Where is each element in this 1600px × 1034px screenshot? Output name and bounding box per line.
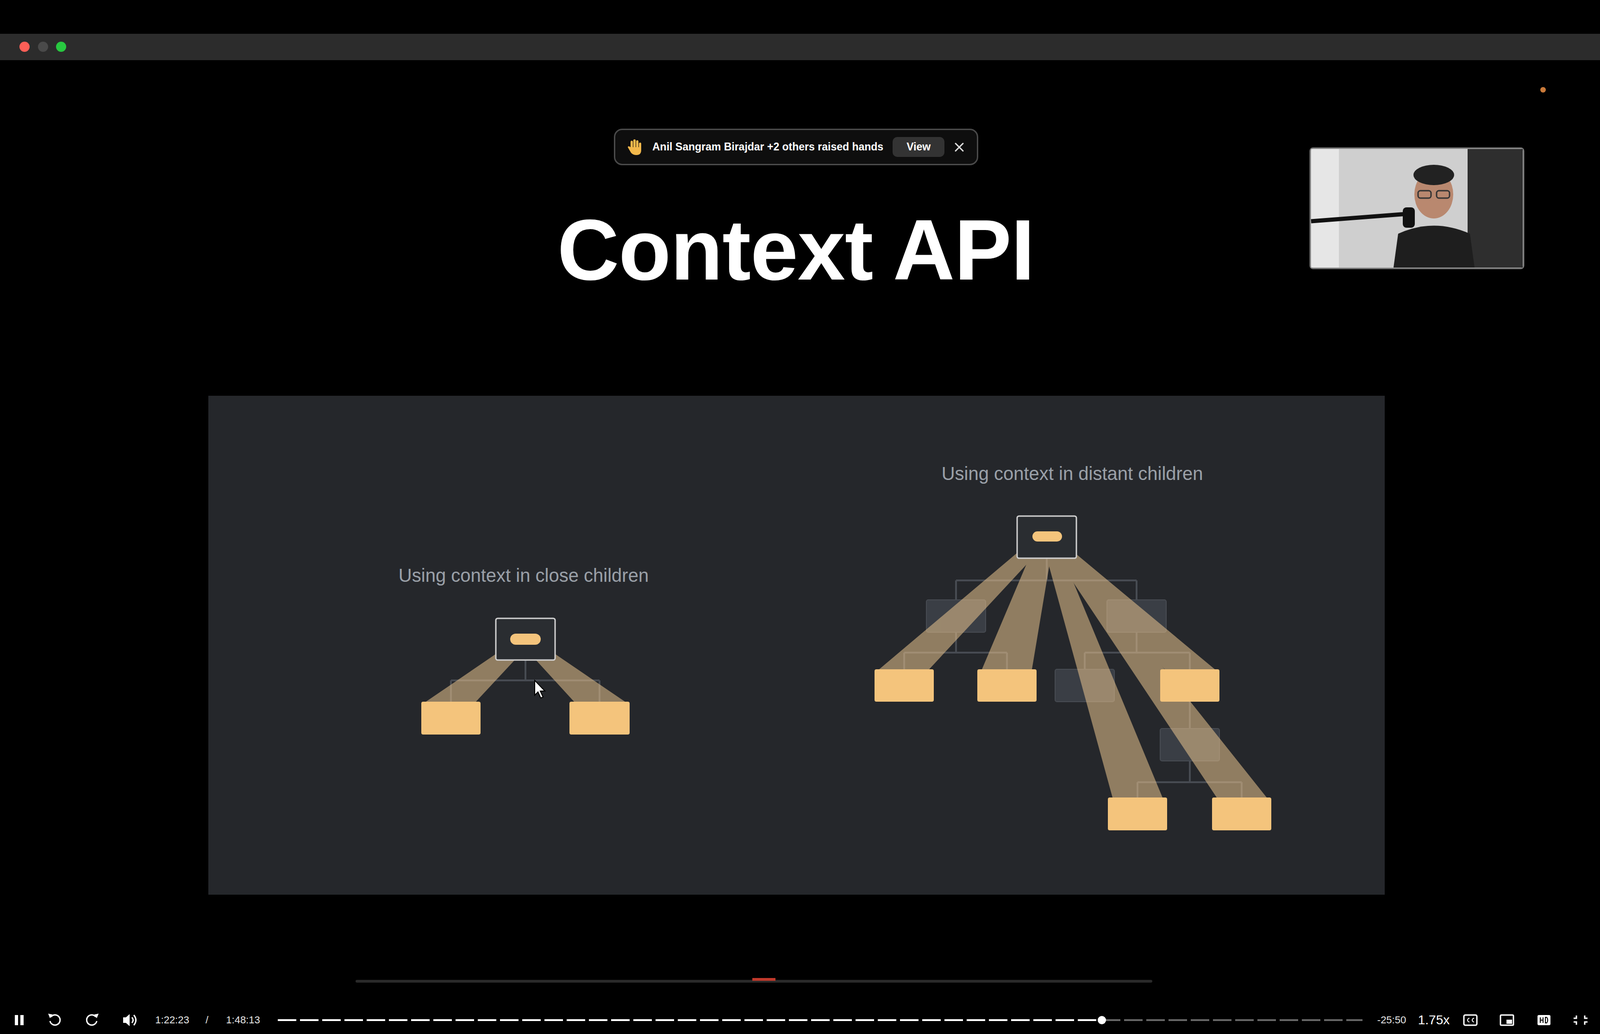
- player-controls-part: [131, 1015, 137, 1026]
- distant-children-tree-part-part: [1044, 539, 1267, 798]
- node-text: Anil Sangram Birajdar +2 others raised h…: [652, 140, 884, 154]
- close-children-tree-part: [510, 633, 541, 645]
- player-controls-part: [1101, 1019, 1363, 1022]
- distant-children-tree-part: [1017, 516, 1077, 559]
- webcam-thumbnail-part: [1311, 149, 1339, 268]
- webcam-thumbnail-part: [1413, 164, 1455, 186]
- title-bar: [0, 33, 1600, 61]
- distant-children-tree-part: [1032, 531, 1063, 542]
- player-controls-part: [48, 1013, 53, 1019]
- hand-icon-part: [627, 139, 642, 156]
- player-controls-part: [93, 1013, 99, 1019]
- distant-children-tree: [874, 516, 1272, 831]
- player-controls-part: [1500, 1015, 1514, 1026]
- remaining-time: -25:50: [1377, 1014, 1407, 1026]
- player-controls-part: [1540, 1017, 1548, 1024]
- player-controls-part: [20, 1015, 24, 1026]
- webcam-thumbnail-part: [1418, 190, 1432, 199]
- total-time: 1:48:13: [225, 1014, 260, 1026]
- webcam-thumbnail-part: [1393, 225, 1475, 269]
- elapsed-time: 1:22:23: [155, 1014, 189, 1026]
- webcam-thumbnail-part: [1436, 190, 1450, 199]
- player-controls-part: [123, 1014, 130, 1027]
- player-controls-part: [1506, 1019, 1513, 1025]
- raised-hands-notice: Anil Sangram Birajdar +2 others raised h…: [613, 128, 979, 166]
- distant-children-tree-part-part: [1107, 797, 1168, 831]
- webcam-thumbnail-part: [1311, 213, 1408, 222]
- player-controls-part: [1463, 1015, 1477, 1026]
- distant-children-tree-part-part: [977, 669, 1037, 702]
- tree-caption: Using context in close children: [398, 565, 649, 586]
- player-controls-part: [14, 1015, 19, 1026]
- distant-children-tree-part-part: [1160, 669, 1220, 702]
- status-dot: [1540, 87, 1546, 93]
- close-children-tree-part: [495, 618, 556, 661]
- player-controls-part: [50, 1015, 61, 1026]
- slide-panel: [208, 395, 1385, 895]
- close-children-tree: [421, 618, 630, 735]
- close-children-tree-part: [421, 701, 481, 735]
- webcam-thumbnail-part: [1467, 149, 1523, 268]
- distant-children-tree-part: [874, 669, 1272, 831]
- close-icon-part: [955, 143, 963, 151]
- hand-icon: [627, 138, 644, 156]
- caption-bar: [356, 978, 1151, 982]
- title-bar-part: [37, 41, 49, 52]
- player-controls-part: [1467, 1018, 1475, 1023]
- distant-children-tree-part: [879, 539, 1267, 798]
- caption-bar-part: [752, 978, 776, 982]
- mouse-cursor: [534, 680, 545, 699]
- close-children-tree-part: [569, 701, 630, 735]
- webcam-thumbnail-part: [1310, 148, 1524, 269]
- title-bar-part: [0, 33, 1600, 61]
- player-controls-part: [1573, 1015, 1588, 1025]
- player-controls-part: [86, 1015, 97, 1026]
- node-text: View: [906, 140, 931, 154]
- distant-children-tree-part-part: [874, 669, 934, 702]
- view-button: View: [892, 137, 945, 157]
- player-controls-part: [1097, 1016, 1107, 1025]
- player-controls-part: [277, 1019, 1102, 1022]
- close-icon: [953, 141, 965, 153]
- time-separator: /: [205, 1014, 209, 1026]
- title-bar-part: [56, 41, 67, 52]
- tree-caption: Using context in distant children: [941, 463, 1204, 484]
- hand-icon-part-part: [627, 146, 642, 156]
- webcam-thumbnail-part: [1402, 207, 1415, 228]
- webcam-thumbnail: [1310, 148, 1524, 269]
- player-controls: [14, 1013, 1588, 1027]
- playback-speed: 1.75x: [1418, 1013, 1450, 1028]
- title-bar-part: [19, 41, 30, 52]
- slide-title: Context API: [557, 207, 1035, 294]
- player-controls-part: [1537, 1015, 1551, 1026]
- distant-children-tree-part-part: [1212, 797, 1272, 831]
